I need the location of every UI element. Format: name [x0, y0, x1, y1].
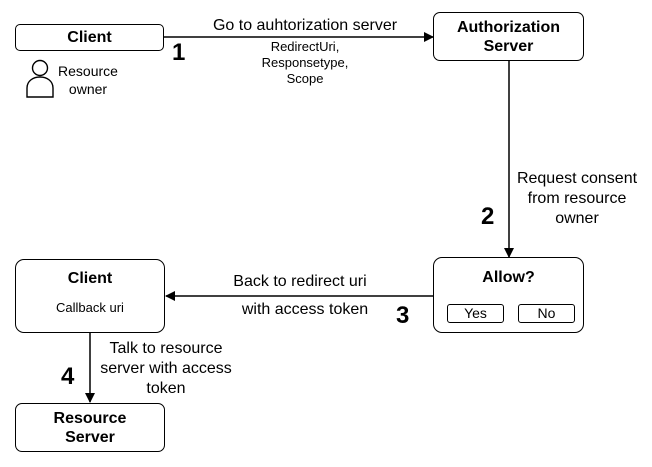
go-to-auth-label: Go to auhtorization server: [212, 17, 398, 34]
authorization-server-box: Authorization Server: [433, 12, 584, 61]
user-icon: [26, 59, 54, 98]
client-top-box: Client: [15, 24, 164, 51]
resource-server-box: Resource Server: [15, 403, 165, 452]
resource-owner-label: Resource owner: [58, 63, 118, 97]
step-2-number: 2: [481, 203, 495, 230]
client-top-title: Client: [67, 29, 112, 46]
client-callback-title: Client: [67, 270, 113, 287]
with-access-token-label: with access token: [241, 301, 369, 318]
resource-server-title: Resource Server: [53, 410, 127, 446]
step-1-number: 1: [172, 39, 186, 66]
client-callback-subtitle: Callback uri: [56, 300, 124, 315]
authorization-server-title: Authorization Server: [456, 19, 561, 55]
back-to-redirect-label: Back to redirect uri: [233, 273, 367, 290]
allow-box: Allow? Yes No: [433, 257, 584, 333]
go-to-auth-params: RedirectUri, Responsetype, Scope: [261, 39, 349, 86]
talk-to-resource-label: Talk to resource server with access toke…: [100, 340, 232, 397]
request-consent-label: Request consent from resource owner: [516, 170, 638, 227]
client-callback-box: Client Callback uri: [15, 259, 165, 333]
step-3-number: 3: [396, 302, 410, 329]
yes-button[interactable]: Yes: [447, 304, 504, 323]
allow-title: Allow?: [482, 269, 535, 286]
step-4-number: 4: [61, 363, 75, 390]
no-button[interactable]: No: [518, 304, 575, 323]
